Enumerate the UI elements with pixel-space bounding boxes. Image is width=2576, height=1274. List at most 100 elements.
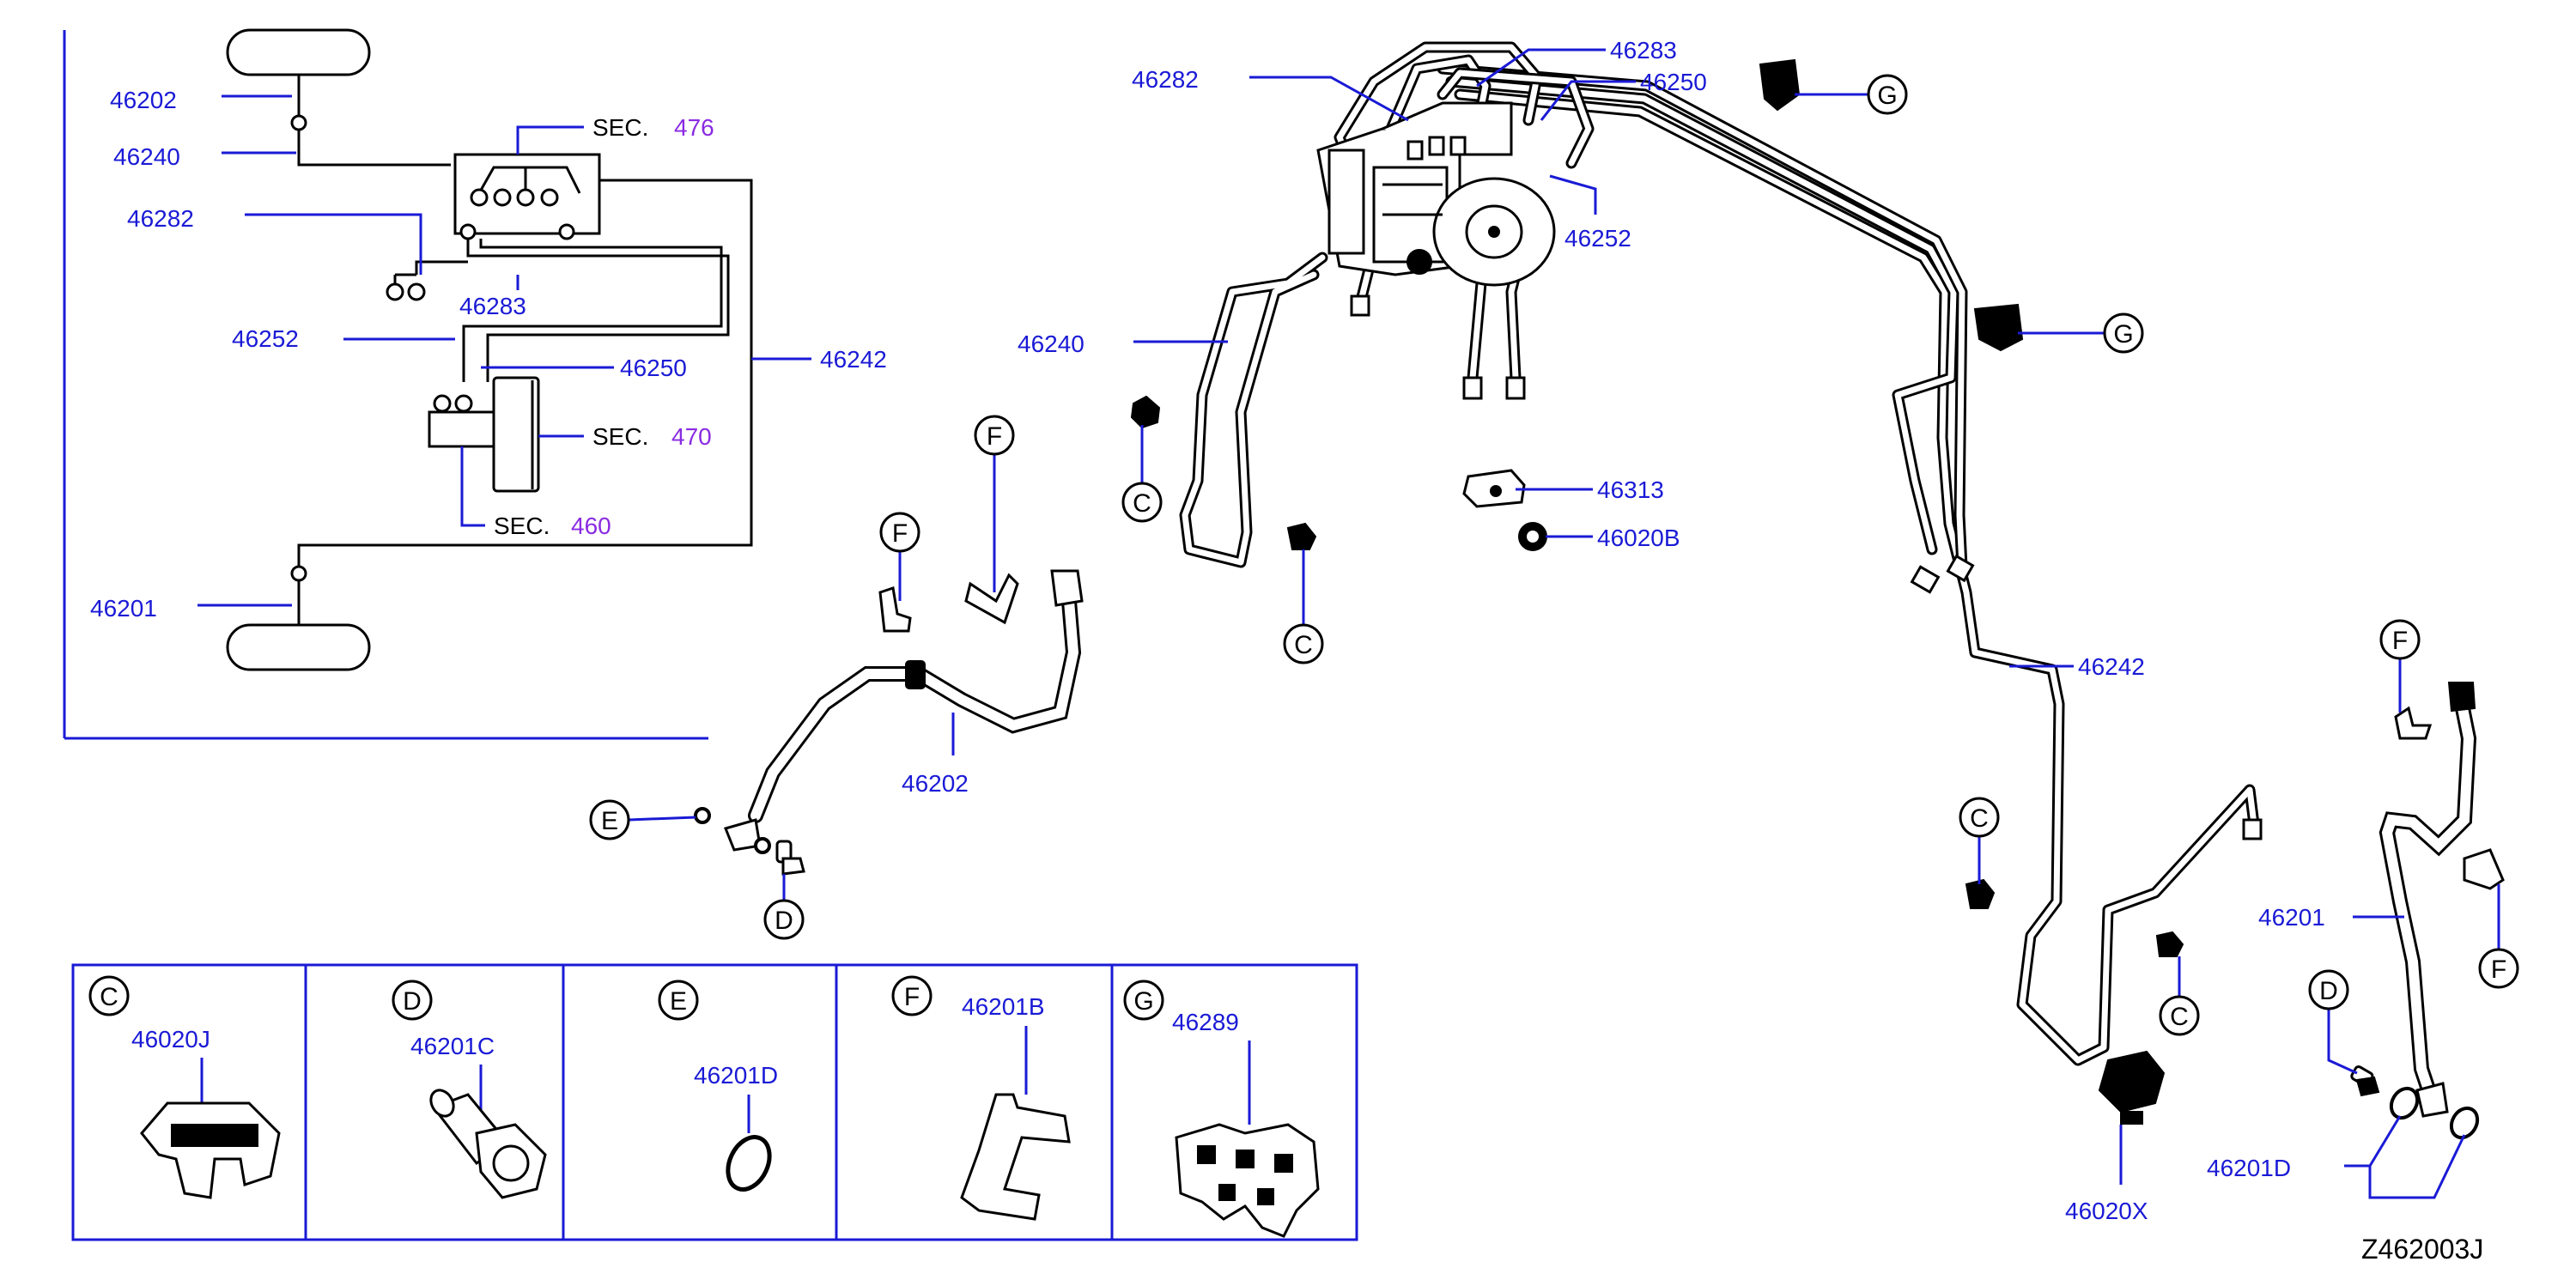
svg-text:C: C bbox=[100, 983, 118, 1011]
legend-part-46201B: 46201B bbox=[962, 993, 1045, 1020]
brake-tubes-upper bbox=[1334, 41, 1595, 400]
schem-label-46252: 46252 bbox=[232, 325, 299, 352]
clip-f-rear-1 bbox=[2394, 706, 2433, 740]
schem-label-46242: 46242 bbox=[820, 346, 887, 373]
brake-line-assembly: 46282 46283 46250 46252 46240 46313 4602… bbox=[589, 37, 2519, 1224]
svg-text:F: F bbox=[987, 422, 1002, 451]
callout-f-rear-2: F bbox=[2478, 884, 2519, 989]
legend-part-46020J: 46020J bbox=[131, 1026, 210, 1053]
schematic: 46202 46240 46282 46283 46252 46250 4624… bbox=[63, 28, 887, 740]
clip-c-1 bbox=[1130, 395, 1161, 429]
label-46283: 46283 bbox=[1610, 37, 1677, 64]
washer-e-front bbox=[694, 807, 711, 824]
svg-text:C: C bbox=[2170, 1003, 2189, 1031]
washer-rear-1 bbox=[2389, 1086, 2420, 1120]
abs-actuator bbox=[1316, 101, 1556, 287]
schem-label-46202: 46202 bbox=[110, 87, 177, 113]
clip-c-3 bbox=[1965, 878, 1996, 909]
svg-text:F: F bbox=[892, 519, 908, 548]
callout-c-2: C bbox=[1283, 549, 1324, 664]
svg-text:C: C bbox=[1970, 804, 1989, 833]
legend-part-46201D: 46201D bbox=[694, 1062, 778, 1089]
bracket-46020X bbox=[2098, 1050, 2166, 1125]
legend-cell-c: C 46020J bbox=[88, 975, 281, 1199]
label-46242: 46242 bbox=[2078, 653, 2145, 680]
sec-460-number: 460 bbox=[571, 513, 611, 539]
bolt-d-rear bbox=[2350, 1065, 2380, 1097]
label-46313: 46313 bbox=[1597, 476, 1664, 503]
schem-label-46250: 46250 bbox=[620, 355, 687, 381]
clip-f-front-1 bbox=[878, 586, 912, 633]
clip-c-4 bbox=[2155, 931, 2184, 957]
legend-cell-e: E 46201D bbox=[658, 980, 778, 1192]
schem-label-46201: 46201 bbox=[90, 595, 157, 622]
clip-g-1 bbox=[1759, 58, 1801, 112]
svg-text:F: F bbox=[904, 983, 920, 1011]
legend-cell-d: D 46201C bbox=[392, 980, 547, 1199]
svg-text:G: G bbox=[1133, 987, 1153, 1016]
svg-text:G: G bbox=[2113, 320, 2133, 349]
clip-46289-illustration bbox=[1175, 1123, 1320, 1238]
sec-476-number: 476 bbox=[674, 114, 714, 141]
label-46020B: 46020B bbox=[1597, 525, 1680, 551]
front-wheel bbox=[226, 28, 371, 76]
legend-part-46289: 46289 bbox=[1172, 1009, 1239, 1035]
svg-text:C: C bbox=[1294, 631, 1313, 659]
bolt-d-front bbox=[775, 840, 805, 876]
svg-text:F: F bbox=[2392, 627, 2408, 655]
clip-f-rear-2 bbox=[2463, 848, 2505, 890]
clip-46201B-illustration bbox=[960, 1093, 1071, 1221]
svg-text:G: G bbox=[1877, 82, 1897, 110]
parts-legend: C 46020J D 46201C E 46201D bbox=[71, 963, 1358, 1241]
sec-460-word: SEC. bbox=[494, 513, 550, 539]
label-46202: 46202 bbox=[902, 770, 969, 797]
callout-c-4: C bbox=[2159, 956, 2200, 1036]
label-46201: 46201 bbox=[2258, 904, 2325, 931]
callout-g-1: G bbox=[1795, 74, 1908, 115]
legend-cell-f: F 46201B bbox=[891, 975, 1071, 1221]
label-46250: 46250 bbox=[1640, 69, 1707, 95]
legend-part-46201C: 46201C bbox=[410, 1033, 495, 1059]
svg-text:D: D bbox=[775, 907, 793, 935]
label-46020X: 46020X bbox=[2065, 1198, 2148, 1224]
label-46252: 46252 bbox=[1564, 225, 1631, 252]
brake-tube-46240 bbox=[1179, 252, 1328, 568]
schem-label-46282: 46282 bbox=[127, 205, 194, 232]
callout-g-2: G bbox=[2018, 312, 2144, 354]
callout-d-rear: D bbox=[2308, 969, 2358, 1075]
svg-text:D: D bbox=[403, 987, 422, 1016]
svg-text:F: F bbox=[2491, 956, 2506, 984]
hose-46202 bbox=[723, 569, 1084, 852]
callout-d-front: D bbox=[763, 874, 805, 940]
svg-text:E: E bbox=[601, 807, 618, 835]
schem-label-46240: 46240 bbox=[113, 143, 180, 170]
bolt-46201C-illustration bbox=[429, 1089, 547, 1199]
washer-rear-2 bbox=[2449, 1106, 2480, 1140]
schem-label-46283: 46283 bbox=[459, 293, 526, 319]
bracket-46313 bbox=[1462, 469, 1526, 508]
clip-g-2 bbox=[1973, 303, 2024, 352]
clip-f-front-2 bbox=[964, 573, 1019, 625]
callout-f-rear-1: F bbox=[2379, 619, 2421, 713]
svg-text:D: D bbox=[2319, 977, 2338, 1005]
sec-470-word: SEC. bbox=[592, 423, 648, 450]
legend-cell-g: G 46289 bbox=[1123, 980, 1320, 1238]
hose-46201 bbox=[2379, 682, 2477, 1118]
sec-470-number: 470 bbox=[671, 423, 712, 450]
svg-text:E: E bbox=[670, 987, 687, 1016]
callout-f-2: F bbox=[974, 415, 1015, 592]
callout-c-3: C bbox=[1959, 797, 2000, 884]
label-46282: 46282 bbox=[1132, 66, 1199, 93]
diagram-reference-id: Z462003J bbox=[2361, 1234, 2483, 1265]
callout-c-1: C bbox=[1121, 425, 1163, 523]
washer-46201D-illustration bbox=[726, 1135, 772, 1192]
callout-f-1: F bbox=[879, 512, 920, 601]
rear-wheel bbox=[226, 623, 371, 671]
master-cylinder-symbol bbox=[492, 376, 540, 493]
brake-tube-46242 bbox=[1437, 63, 2263, 1066]
sec-476-word: SEC. bbox=[592, 114, 648, 141]
clip-c-2 bbox=[1286, 522, 1317, 550]
callout-e-front: E bbox=[589, 799, 696, 840]
label-46240: 46240 bbox=[1018, 331, 1084, 357]
